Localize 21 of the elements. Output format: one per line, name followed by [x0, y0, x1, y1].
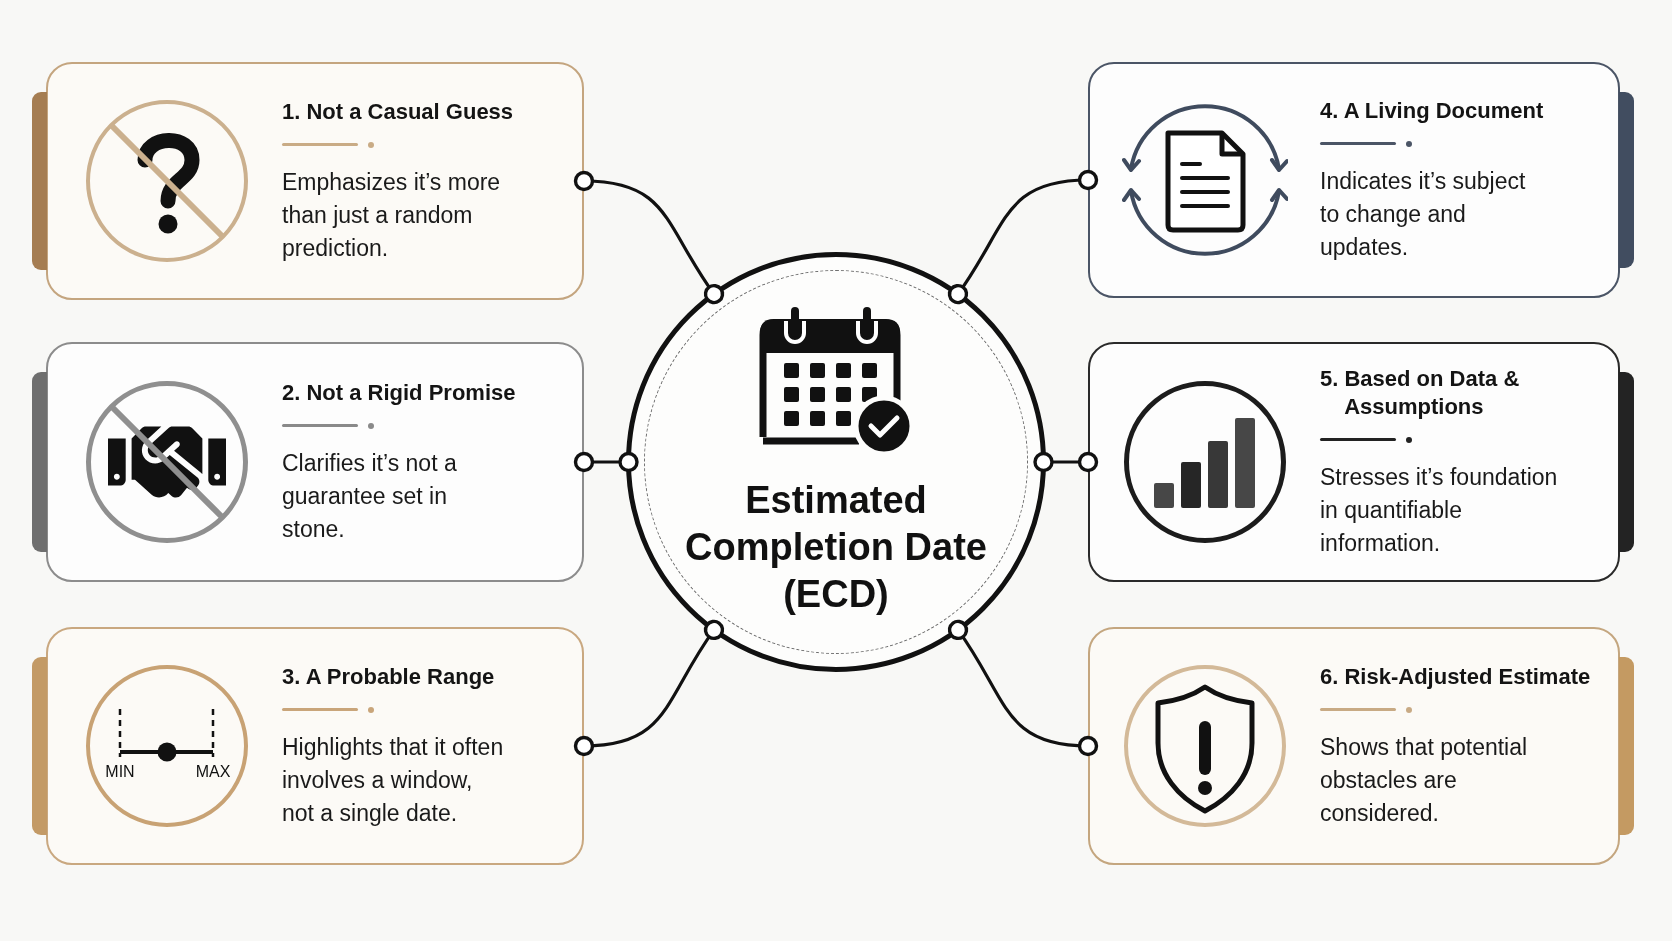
connector-line — [573, 170, 725, 305]
connector-line — [573, 451, 639, 473]
connector-line — [573, 619, 725, 757]
card-title: 6. Risk-Adjusted Estimate — [1320, 662, 1591, 691]
card-description: Stresses it’s foundation in quantifiable information. — [1320, 462, 1559, 558]
connector-line — [947, 169, 1099, 305]
connector-line — [947, 619, 1099, 757]
card-title: 2. Not a Rigid Promise — [282, 378, 516, 407]
card-title: 1. Not a Casual Guess — [282, 97, 514, 126]
connector-line — [1033, 451, 1099, 473]
hub-title: Estimated Completion Date (ECD) — [684, 477, 988, 617]
card-description: Emphasizes it’s more than just a random prediction. — [282, 167, 502, 263]
card-title: 3. A Probable Range — [282, 662, 495, 691]
card-title: 5. Based on Data & Assumptions — [1320, 364, 1521, 421]
card-description: Clarifies it’s not a guarantee set in stone. — [282, 448, 458, 544]
scale-label: MAX — [195, 763, 231, 781]
card-description: Indicates it’s subject to change and updates. — [1320, 166, 1527, 262]
card-description: Shows that potential obstacles are considered. — [1320, 732, 1529, 828]
card-title: 4. A Living Document — [1320, 96, 1544, 125]
card-description: Highlights that it often involves a window, not a single date. — [282, 732, 505, 828]
scale-label: MIN — [105, 763, 135, 781]
